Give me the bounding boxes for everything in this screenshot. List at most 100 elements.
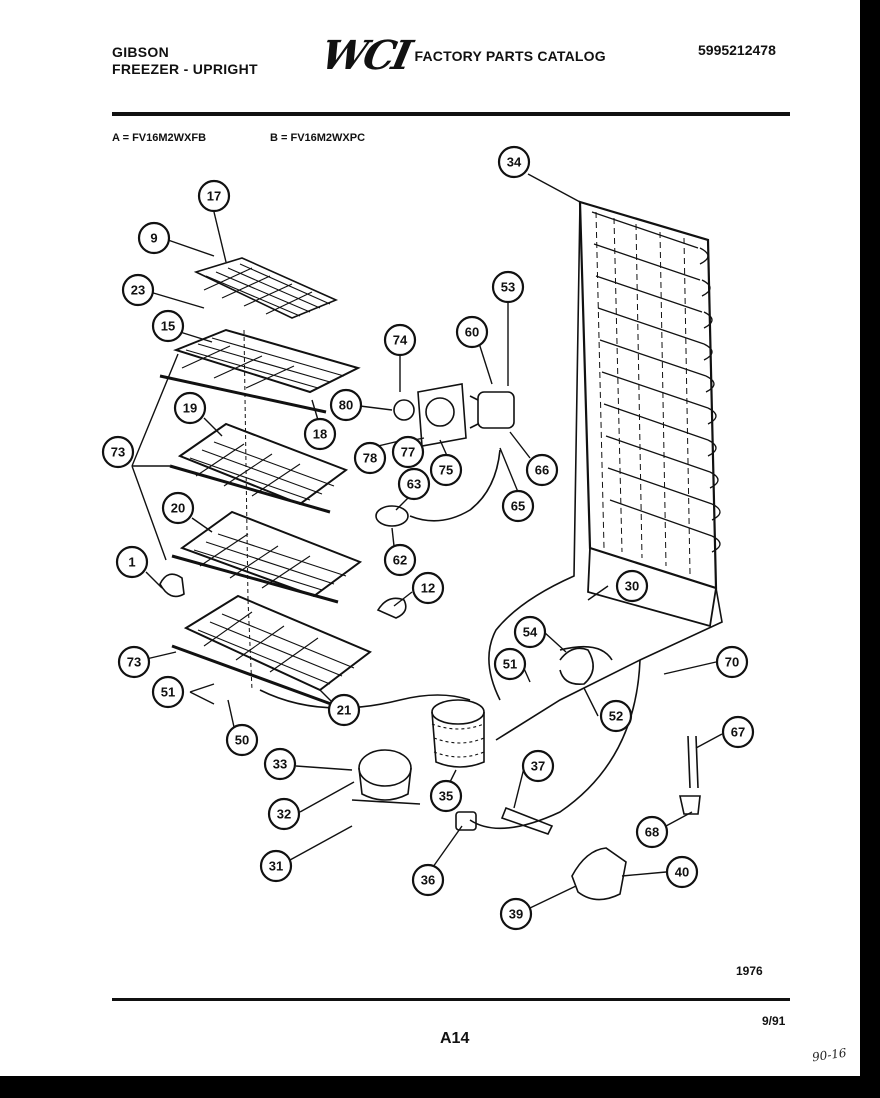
- svg-text:23: 23: [131, 283, 145, 298]
- product-type: FREEZER - UPRIGHT: [112, 61, 258, 77]
- callout-19: 19: [173, 391, 207, 425]
- svg-text:20: 20: [171, 501, 185, 516]
- svg-text:39: 39: [509, 907, 523, 922]
- callout-31: 31: [259, 849, 293, 883]
- model-a: A = FV16M2WXFB: [112, 132, 207, 144]
- header-rule: [112, 112, 790, 116]
- callout-39: 39: [499, 897, 533, 931]
- shelf-clip: [376, 597, 407, 619]
- callout-73-upper: 73: [101, 435, 135, 469]
- svg-text:31: 31: [269, 859, 283, 874]
- callout-70: 70: [715, 645, 749, 679]
- svg-text:54: 54: [523, 625, 538, 640]
- part-callouts: 9 17 23 15 74 80 53 60 18 73 19 78 77 75…: [101, 145, 755, 931]
- callout-52: 52: [599, 699, 633, 733]
- leader-lines: [131, 173, 723, 909]
- callout-75: 75: [429, 453, 463, 487]
- svg-text:15: 15: [161, 319, 175, 334]
- svg-text:50: 50: [235, 733, 249, 748]
- callout-63: 63: [397, 467, 431, 501]
- refrigerant-tubing: [259, 201, 723, 830]
- callout-30: 30: [615, 569, 649, 603]
- callout-21: 21: [327, 693, 361, 727]
- callout-23: 23: [121, 273, 155, 307]
- callout-67: 67: [721, 715, 755, 749]
- catalog-heading: WCI FACTORY PARTS CATALOG: [317, 32, 606, 79]
- drawing-code: 1976: [736, 964, 763, 978]
- callout-15: 15: [151, 309, 185, 343]
- revision-date: 9/91: [762, 1014, 786, 1028]
- svg-text:33: 33: [273, 757, 287, 772]
- catalog-part-number: 5995212478: [698, 42, 776, 58]
- svg-text:63: 63: [407, 477, 421, 492]
- svg-text:37: 37: [531, 759, 545, 774]
- svg-text:74: 74: [393, 333, 408, 348]
- condenser: [431, 699, 485, 768]
- svg-text:52: 52: [609, 709, 623, 724]
- callout-78: 78: [353, 441, 387, 475]
- callout-37: 37: [521, 749, 555, 783]
- callout-18: 18: [303, 417, 337, 451]
- callout-34: 34: [497, 145, 531, 179]
- brand-block: GIBSON FREEZER - UPRIGHT: [112, 44, 258, 78]
- callout-36: 36: [411, 863, 445, 897]
- catalog-page: GIBSON FREEZER - UPRIGHT WCI FACTORY PAR…: [0, 0, 860, 1076]
- brand-name: GIBSON: [112, 44, 170, 60]
- svg-text:70: 70: [725, 655, 739, 670]
- svg-text:32: 32: [277, 807, 291, 822]
- callout-53: 53: [491, 270, 525, 304]
- svg-text:9: 9: [150, 231, 157, 246]
- callout-50: 50: [225, 723, 259, 757]
- svg-text:53: 53: [501, 280, 515, 295]
- power-cord: [679, 735, 701, 815]
- drier: [500, 806, 554, 835]
- callout-66: 66: [525, 453, 559, 487]
- svg-text:68: 68: [645, 825, 659, 840]
- page-number: A14: [440, 1030, 470, 1047]
- svg-text:73: 73: [111, 445, 125, 460]
- svg-text:1: 1: [128, 555, 135, 570]
- callout-40: 40: [665, 855, 699, 889]
- fan-motor-cover: [571, 847, 627, 901]
- callout-80: 80: [329, 388, 363, 422]
- catalog-title: FACTORY PARTS CATALOG: [414, 47, 606, 64]
- svg-text:67: 67: [731, 725, 745, 740]
- svg-text:62: 62: [393, 553, 407, 568]
- relay: [455, 811, 477, 831]
- svg-text:73: 73: [127, 655, 141, 670]
- svg-text:36: 36: [421, 873, 435, 888]
- svg-text:51: 51: [503, 657, 517, 672]
- callout-1: 1: [115, 545, 149, 579]
- shelves: [159, 257, 372, 710]
- callout-51-right: 51: [493, 647, 527, 681]
- svg-text:21: 21: [337, 703, 351, 718]
- svg-text:78: 78: [363, 451, 377, 466]
- svg-text:60: 60: [465, 325, 479, 340]
- callout-9: 9: [137, 221, 171, 255]
- callout-12: 12: [411, 571, 445, 605]
- callout-60: 60: [455, 315, 489, 349]
- callout-62: 62: [383, 543, 417, 577]
- svg-text:18: 18: [313, 427, 327, 442]
- defrost-heater: [375, 505, 409, 527]
- callout-33: 33: [263, 747, 297, 781]
- callout-17: 17: [197, 179, 231, 213]
- evaporator-coil: [578, 200, 721, 628]
- callout-54: 54: [513, 615, 547, 649]
- footer-rule: [112, 998, 790, 1001]
- svg-text:40: 40: [675, 865, 689, 880]
- light-socket: [159, 573, 185, 598]
- temperature-control: [393, 383, 515, 447]
- callout-20: 20: [161, 491, 195, 525]
- svg-text:17: 17: [207, 189, 221, 204]
- callout-65: 65: [501, 489, 535, 523]
- svg-text:34: 34: [507, 155, 522, 170]
- callout-51-left: 51: [151, 675, 185, 709]
- compressor: [351, 749, 421, 805]
- svg-text:66: 66: [535, 463, 549, 478]
- svg-text:12: 12: [421, 581, 435, 596]
- svg-text:80: 80: [339, 398, 353, 413]
- svg-text:30: 30: [625, 579, 639, 594]
- callout-73-lower: 73: [117, 645, 151, 679]
- callout-32: 32: [267, 797, 301, 831]
